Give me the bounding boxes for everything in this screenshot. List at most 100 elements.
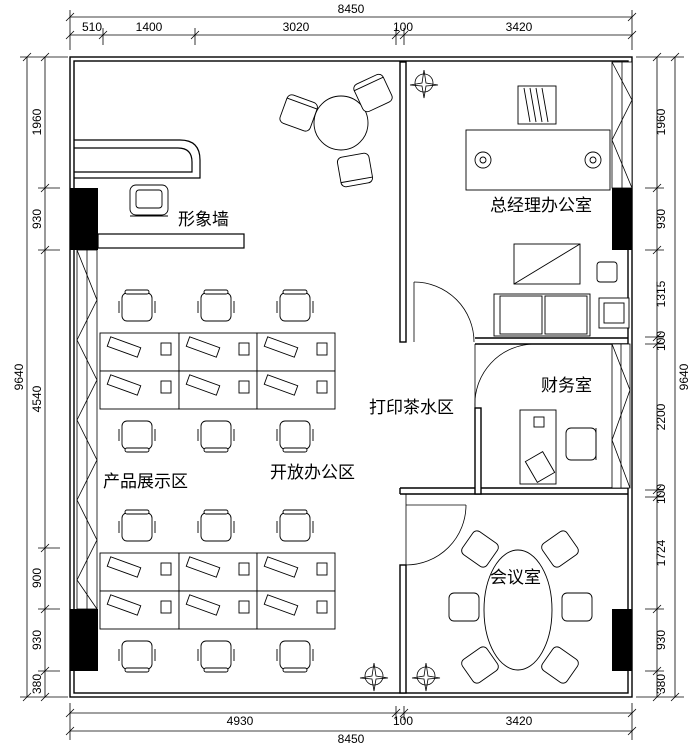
office-chair bbox=[276, 509, 314, 542]
desk bbox=[99, 590, 180, 630]
computer bbox=[316, 562, 328, 576]
keyboard bbox=[263, 556, 299, 578]
keyboard bbox=[185, 374, 221, 396]
desk bbox=[99, 552, 180, 592]
office-chair bbox=[197, 289, 235, 322]
right-total-dim: 9640 bbox=[677, 363, 691, 390]
gm-sofa bbox=[493, 293, 591, 337]
image-wall-panel bbox=[97, 233, 245, 249]
keyboard bbox=[263, 374, 299, 396]
top-window bbox=[110, 56, 205, 62]
computer bbox=[160, 562, 172, 576]
office-chair bbox=[276, 420, 314, 453]
workstation-groups bbox=[99, 289, 336, 673]
keyboard bbox=[185, 594, 221, 616]
finance-desk bbox=[519, 409, 557, 485]
gm-chair bbox=[517, 85, 557, 125]
computer bbox=[316, 600, 328, 614]
desk bbox=[256, 370, 336, 410]
desk bbox=[99, 370, 180, 410]
left-dim-4: 900 bbox=[30, 568, 44, 588]
keyboard bbox=[263, 336, 299, 358]
reception-chair bbox=[129, 184, 169, 217]
keyboard bbox=[185, 336, 221, 358]
left-dim-1: 1960 bbox=[30, 108, 44, 135]
label-meeting-room: 会议室 bbox=[490, 568, 541, 588]
top-total-dim: 8450 bbox=[338, 2, 365, 16]
right-dim-9: 380 bbox=[654, 674, 668, 694]
desk bbox=[178, 590, 258, 630]
left-total-dim: 9640 bbox=[12, 363, 26, 390]
right-dim-5: 2200 bbox=[654, 403, 668, 430]
office-chair bbox=[197, 509, 235, 542]
desk bbox=[256, 590, 336, 630]
right-window-glazing bbox=[611, 61, 633, 489]
office-chair bbox=[276, 289, 314, 322]
top-dim-3: 3020 bbox=[283, 20, 310, 34]
bottom-total-dim: 8450 bbox=[338, 732, 365, 746]
left-dimensions bbox=[20, 52, 68, 702]
label-image-wall: 形象墙 bbox=[178, 210, 229, 230]
office-chair bbox=[118, 509, 156, 542]
label-print-tea: 打印茶水区 bbox=[369, 398, 454, 418]
computer bbox=[316, 342, 328, 356]
right-dim-1: 1960 bbox=[654, 108, 668, 135]
right-dim-4: 100 bbox=[654, 331, 668, 351]
computer bbox=[316, 380, 328, 394]
interior-walls bbox=[399, 61, 628, 694]
left-dim-5: 930 bbox=[30, 630, 44, 650]
label-open-office: 开放办公区 bbox=[270, 463, 355, 483]
desk bbox=[178, 370, 258, 410]
desk bbox=[256, 332, 336, 372]
left-dim-6: 380 bbox=[30, 674, 44, 694]
doors bbox=[405, 281, 536, 566]
bottom-dimensions bbox=[65, 703, 637, 740]
bottom-dim-2: 100 bbox=[393, 714, 413, 728]
bottom-dim-3: 3420 bbox=[506, 714, 533, 728]
computer bbox=[238, 342, 250, 356]
gm-cabinet bbox=[513, 243, 581, 285]
computer bbox=[238, 562, 250, 576]
finance-chair bbox=[565, 427, 597, 461]
right-dim-3: 1315 bbox=[654, 280, 668, 307]
top-dim-5: 3420 bbox=[506, 20, 533, 34]
right-dim-6: 100 bbox=[654, 484, 668, 504]
top-dimensions bbox=[65, 10, 637, 50]
left-window-glazing bbox=[76, 249, 98, 610]
lounge-table bbox=[279, 73, 393, 188]
pillars bbox=[70, 188, 632, 671]
plant-icon bbox=[411, 662, 441, 692]
bottom-dim-1: 4930 bbox=[227, 714, 254, 728]
top-dim-2: 1400 bbox=[136, 20, 163, 34]
right-dim-8: 930 bbox=[654, 630, 668, 650]
computer bbox=[238, 600, 250, 614]
office-chair bbox=[197, 640, 235, 673]
right-dimensions bbox=[636, 52, 684, 702]
right-dim-2: 930 bbox=[654, 209, 668, 229]
right-dim-7: 1724 bbox=[654, 539, 668, 566]
keyboard bbox=[263, 594, 299, 616]
keyboard bbox=[106, 594, 142, 616]
meeting-chairs bbox=[448, 530, 593, 684]
top-dim-1: 510 bbox=[82, 20, 102, 34]
desk bbox=[178, 332, 258, 372]
computer bbox=[160, 380, 172, 394]
left-dim-3: 4540 bbox=[30, 385, 44, 412]
computer bbox=[238, 380, 250, 394]
plant-icon bbox=[359, 662, 389, 692]
gm-side-box bbox=[596, 261, 618, 283]
keyboard bbox=[106, 374, 142, 396]
plant-icon bbox=[409, 69, 439, 99]
label-finance: 财务室 bbox=[541, 376, 592, 396]
office-chair bbox=[197, 420, 235, 453]
office-chair bbox=[118, 289, 156, 322]
gm-desk bbox=[465, 129, 611, 191]
computer bbox=[160, 342, 172, 356]
keyboard bbox=[185, 556, 221, 578]
gm-side-table bbox=[598, 297, 630, 329]
meeting-table bbox=[483, 549, 553, 671]
office-chair bbox=[276, 640, 314, 673]
keyboard bbox=[106, 336, 142, 358]
label-product-display: 产品展示区 bbox=[103, 472, 188, 492]
